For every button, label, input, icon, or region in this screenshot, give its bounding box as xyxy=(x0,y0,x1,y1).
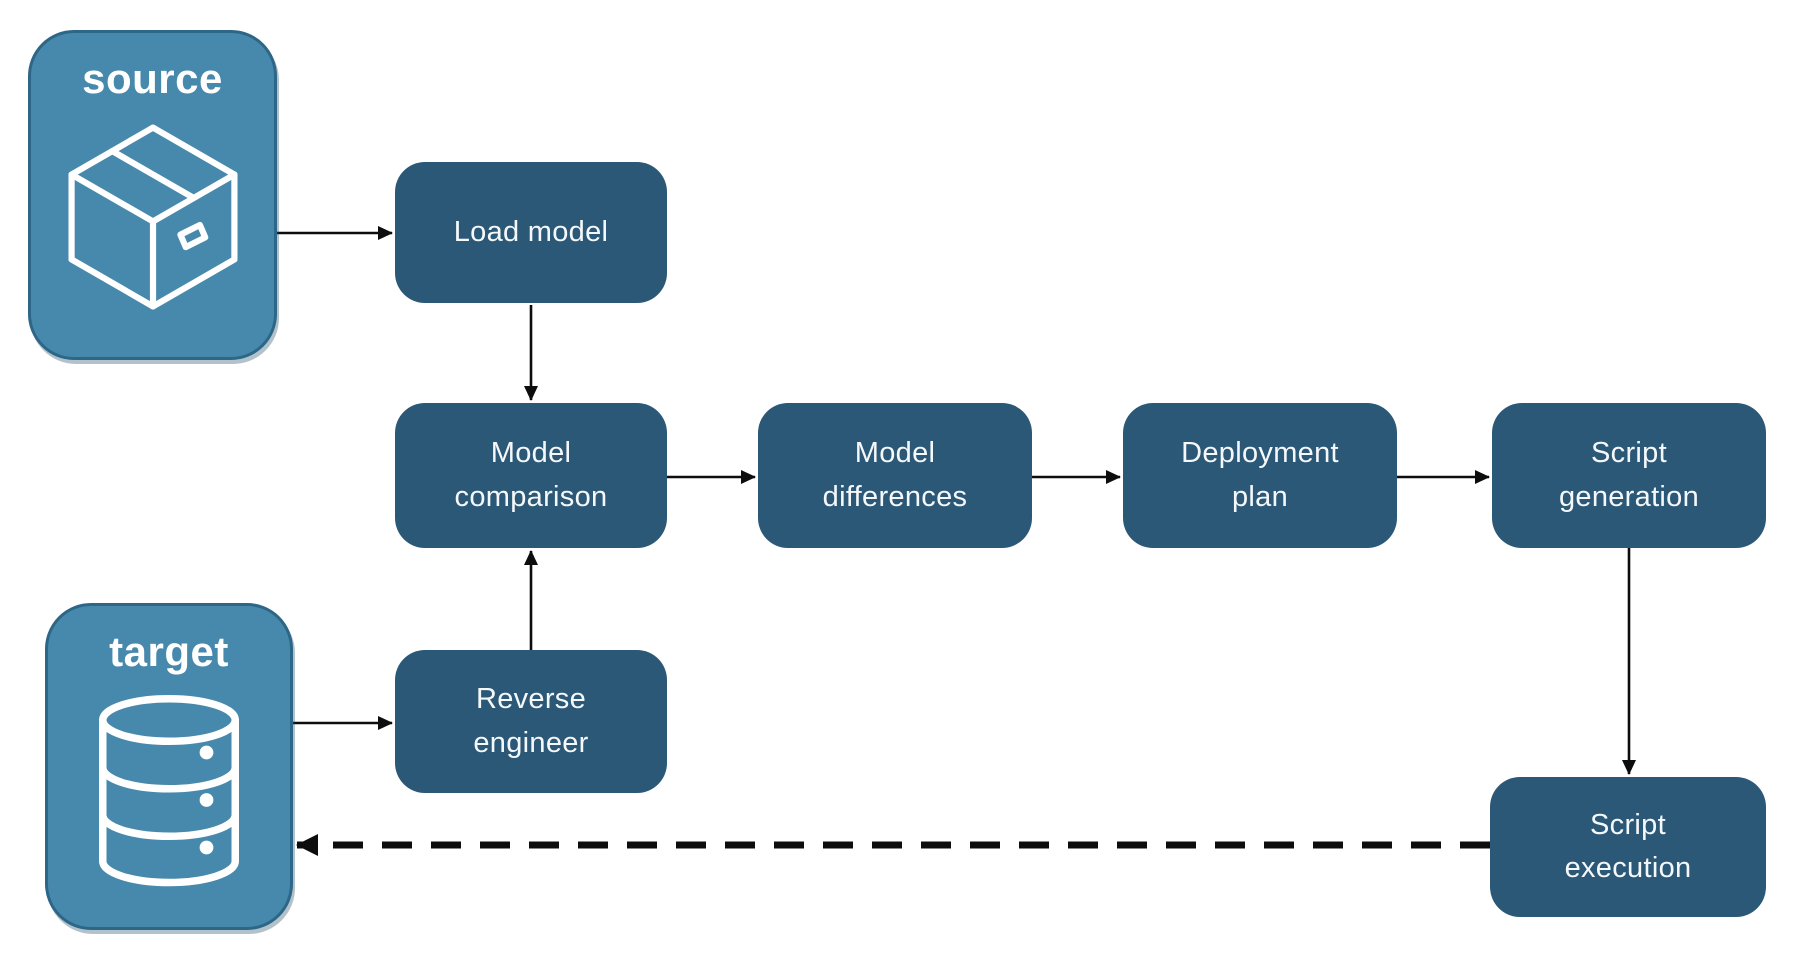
package-icon xyxy=(67,124,238,310)
node-model-comparison: Model comparison xyxy=(395,403,667,548)
node-model-differences: Model differences xyxy=(758,403,1032,548)
deployment-plan-label: Deployment plan xyxy=(1181,437,1339,513)
node-script-generation: Script generation xyxy=(1492,403,1766,548)
node-load-model: Load model xyxy=(395,162,667,303)
source-label: source xyxy=(82,55,223,102)
node-script-execution: Script execution xyxy=(1490,777,1766,917)
database-icon xyxy=(99,695,239,887)
target-label: target xyxy=(109,628,229,675)
node-reverse-engineer: Reverse engineer xyxy=(395,650,667,793)
model-comparison-label: Model comparison xyxy=(454,437,608,513)
model-differences-label: Model differences xyxy=(822,437,968,513)
reverse-engineer-label: Reverse engineer xyxy=(473,683,589,759)
script-generation-label: Script generation xyxy=(1558,437,1700,513)
node-deployment-plan: Deployment plan xyxy=(1123,403,1397,548)
load-model-label: Load model xyxy=(453,215,609,248)
script-execution-label: Script execution xyxy=(1564,808,1692,885)
node-source: source xyxy=(28,30,277,360)
node-target: target xyxy=(45,603,293,930)
